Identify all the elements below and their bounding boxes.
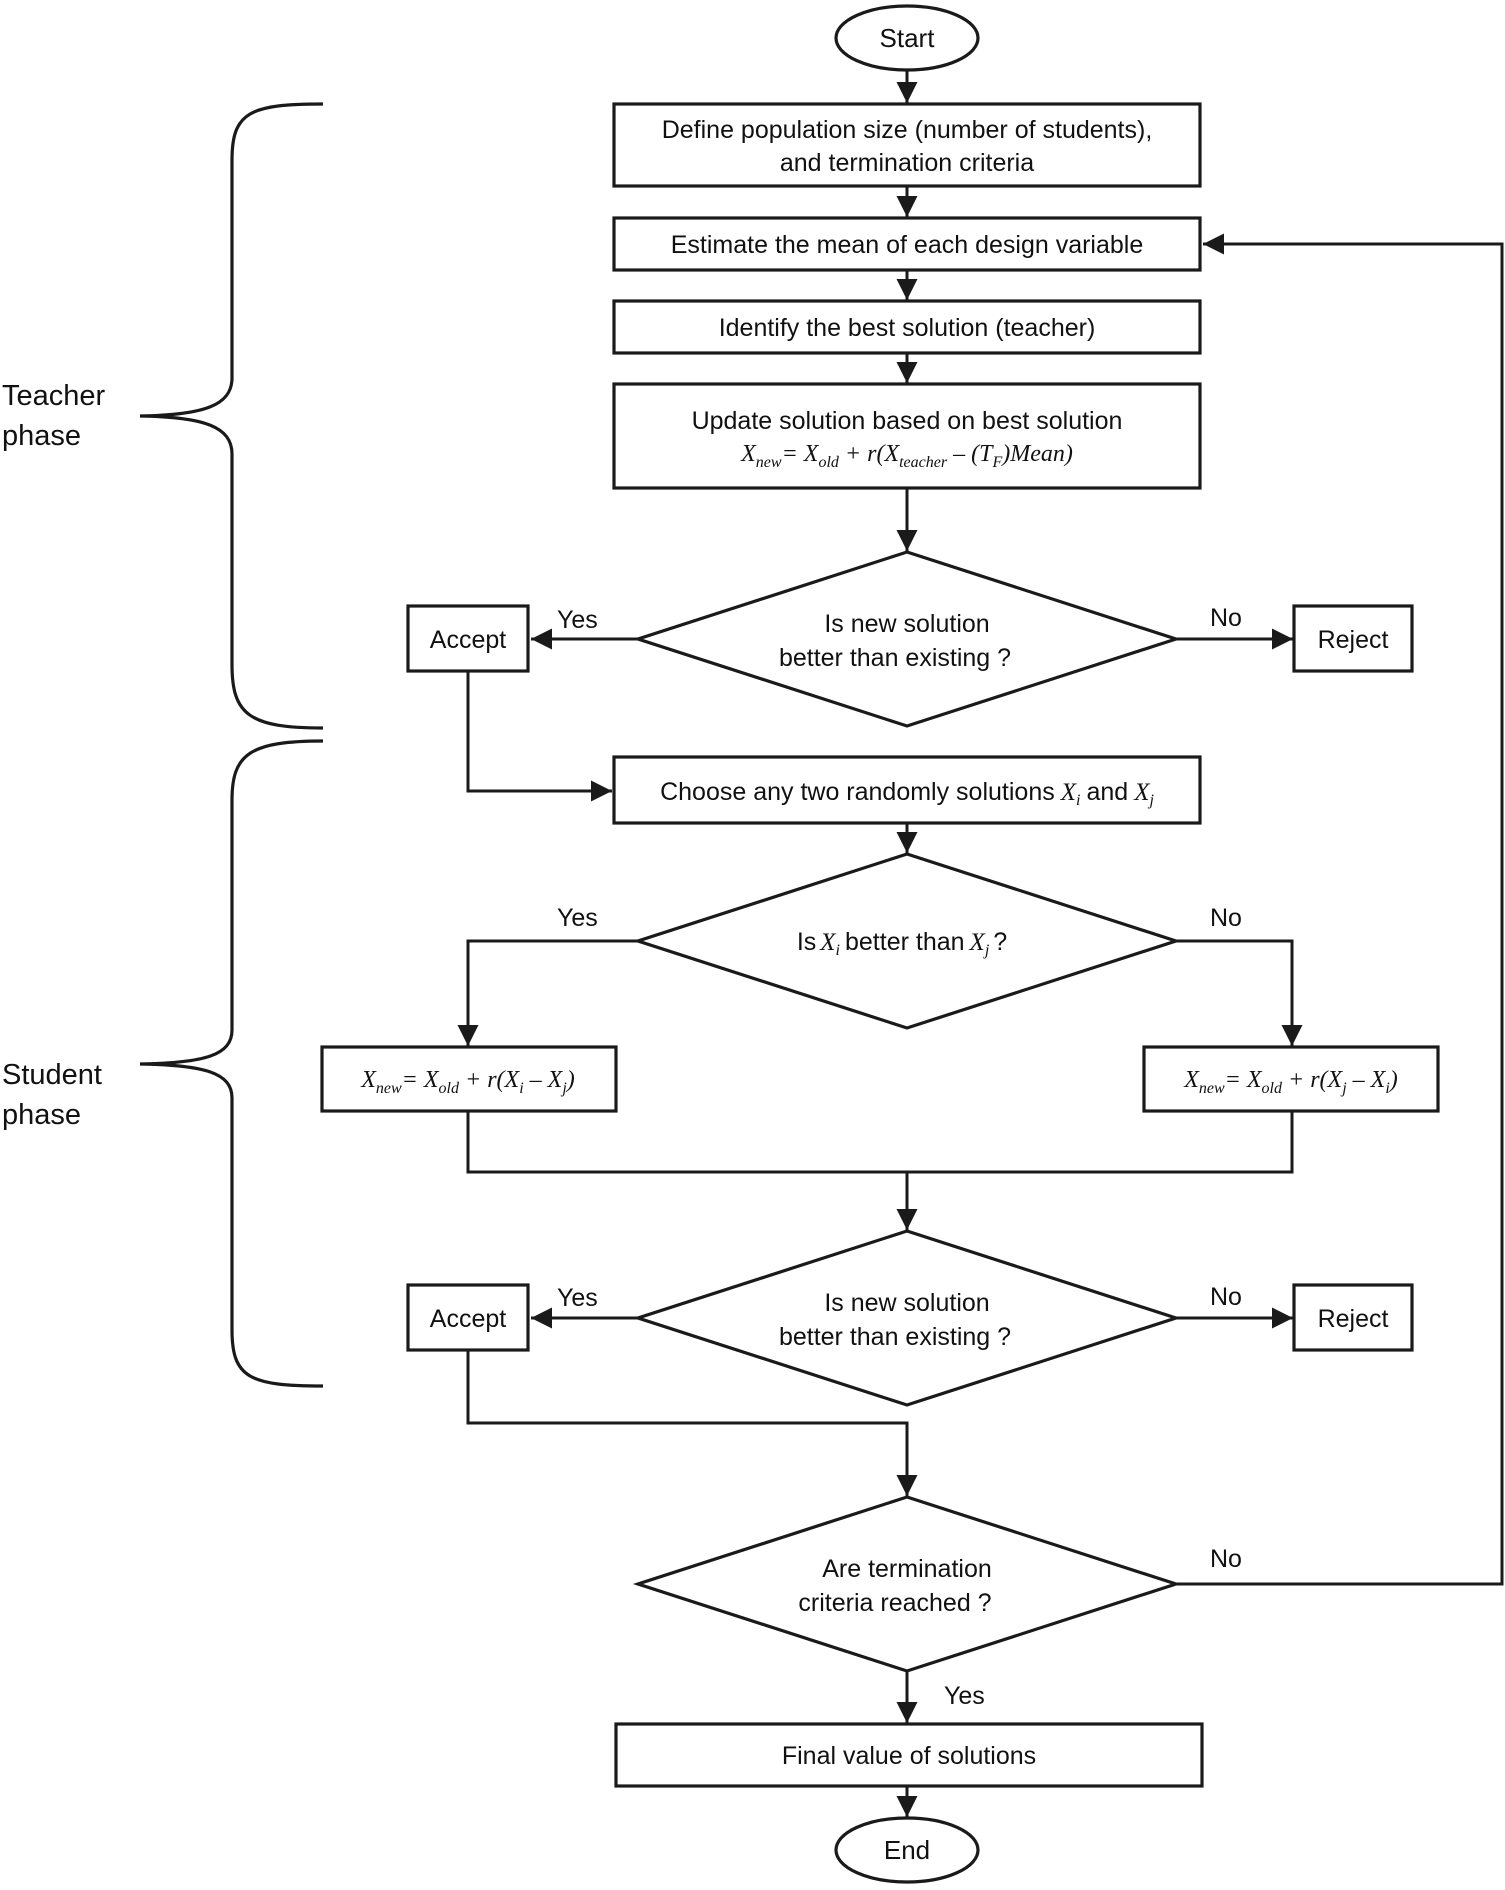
identify-teacher-box: Identify the best solution (teacher): [612, 299, 1202, 355]
decision3-label-line1: Is new solution: [824, 1289, 989, 1317]
edge-label-no: No: [1210, 1545, 1242, 1573]
decision4-label-line2: criteria reached ?: [798, 1589, 991, 1617]
define-label-line1: Define population size (number of studen…: [662, 116, 1153, 144]
final-value-box: Final value of solutions: [614, 1722, 1204, 1788]
estimate-label: Estimate the mean of each design variabl…: [671, 231, 1144, 259]
reject2-label: Reject: [1318, 1305, 1389, 1333]
reject-box-1: Reject: [1292, 604, 1414, 673]
update-solution-box: Update solution based on best solution X…: [612, 382, 1202, 490]
edge-label-yes: Yes: [557, 606, 598, 634]
define-label-line2: and termination criteria: [780, 149, 1034, 177]
teacher-phase-label-line2: phase: [2, 420, 81, 452]
start-label: Start: [880, 23, 936, 53]
accept2-label: Accept: [430, 1305, 506, 1333]
student-phase-label-line1: Student: [2, 1059, 102, 1091]
decision-termination-reached: Are termination criteria reached ?: [632, 1495, 1182, 1673]
define-population-box: Define population size (number of studen…: [612, 102, 1202, 188]
decision-new-solution-better-1: Is new solution better than existing ?: [632, 550, 1182, 728]
edge-accept2-decision4: [466, 1350, 918, 1496]
edge-label-yes: Yes: [944, 1682, 985, 1710]
end-label: End: [884, 1835, 930, 1865]
decision1-label-line1: Is new solution: [824, 610, 989, 638]
decision1-label-line2: better than existing ?: [779, 644, 1011, 672]
svg-text:Xnew= Xold + r(Xi – Xj): Xnew= Xold + r(Xi – Xj): [360, 1067, 575, 1097]
accept-box-1: Accept: [406, 604, 530, 673]
accept1-label: Accept: [430, 626, 506, 654]
estimate-mean-box: Estimate the mean of each design variabl…: [612, 216, 1202, 272]
identify-label: Identify the best solution (teacher): [719, 314, 1096, 342]
student-update-formula-left: Xnew= Xold + r(Xi – Xj): [320, 1045, 618, 1113]
end-node: End: [834, 1816, 980, 1884]
student-phase-brace: [139, 739, 324, 1388]
edge-label-yes: Yes: [557, 1284, 598, 1312]
decision-new-solution-better-2: Is new solution better than existing ?: [632, 1229, 1182, 1407]
edge-merge-formulas: [466, 1112, 1294, 1174]
edge-accept1-choose: [466, 672, 612, 802]
reject1-label: Reject: [1318, 626, 1389, 654]
edge-decision4-loop: [1176, 233, 1504, 1586]
student-update-formula-right: Xnew= Xold + r(Xj – Xi): [1142, 1045, 1440, 1113]
edge-decision2-no: [1176, 939, 1303, 1046]
teacher-update-formula: Xnew= Xold + r(Xteacher – (TF)Mean): [740, 441, 1073, 471]
edge-label-no: No: [1210, 904, 1242, 932]
final-label: Final value of solutions: [782, 1742, 1036, 1770]
decision3-label-line2: better than existing ?: [779, 1323, 1011, 1351]
teacher-phase-label-line1: Teacher: [2, 380, 106, 412]
student-phase-label-line2: phase: [2, 1099, 81, 1131]
accept-box-2: Accept: [406, 1283, 530, 1352]
reject-box-2: Reject: [1292, 1283, 1414, 1352]
edge-label-no: No: [1210, 1283, 1242, 1311]
edge-label-yes: Yes: [557, 904, 598, 932]
connectors: [457, 70, 1504, 1817]
edge-label-no: No: [1210, 604, 1242, 632]
edge-decision2-yes: [457, 939, 638, 1046]
update-label-line1: Update solution based on best solution: [692, 407, 1123, 435]
svg-text:Xnew= Xold + r(Xj – Xi): Xnew= Xold + r(Xj – Xi): [1183, 1067, 1398, 1097]
start-node: Start: [834, 4, 980, 72]
decision4-label-line1: Are termination: [822, 1555, 992, 1583]
teacher-phase-brace: [139, 102, 324, 730]
